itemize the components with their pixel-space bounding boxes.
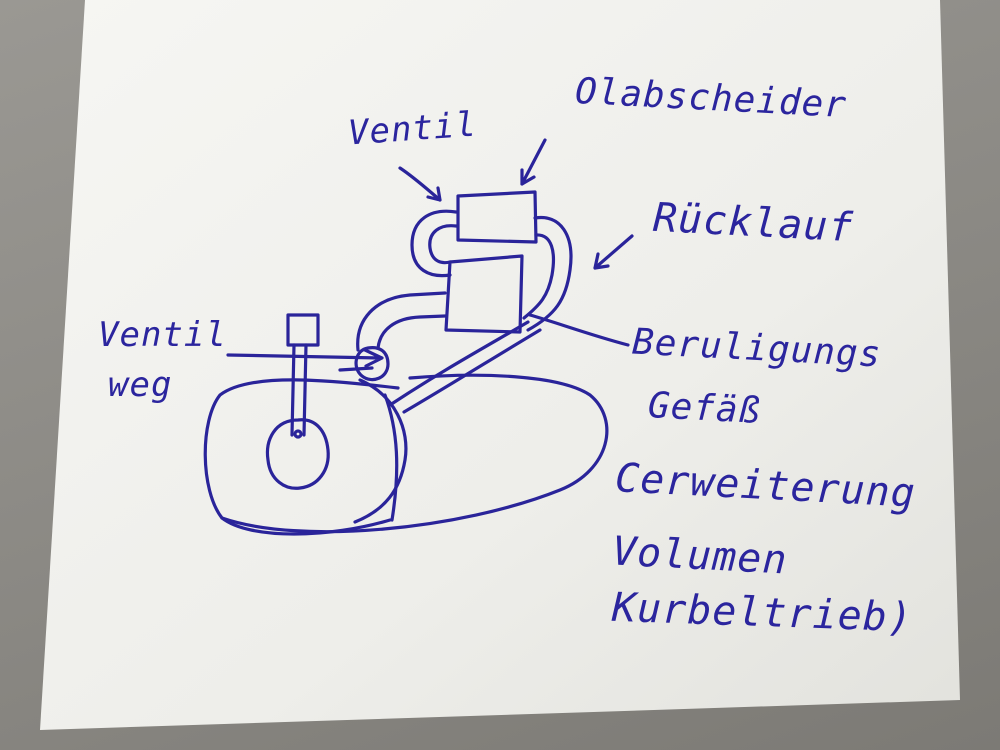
arrow-oelabscheider xyxy=(520,138,547,186)
crank-wheel xyxy=(265,418,330,490)
oil-separator xyxy=(456,190,538,244)
valve-loop-inner xyxy=(428,224,458,265)
arrow-ventil-left-2 xyxy=(338,366,374,372)
label-beruhigung-2: Gefäß xyxy=(647,385,763,432)
crankcase-outline xyxy=(203,378,400,536)
valve-loop-outer xyxy=(410,209,458,278)
return-line-inner xyxy=(522,233,556,320)
crankcase-inner-right xyxy=(383,393,399,522)
label-ruecklauf: Rücklauf xyxy=(651,194,855,252)
pipe-inner xyxy=(376,314,447,350)
arrow-ruecklauf xyxy=(593,234,634,270)
return-line-outer xyxy=(526,215,573,332)
connecting-rod xyxy=(290,343,308,437)
label-ventil-left-1: Ventil xyxy=(98,315,227,355)
crank-pin xyxy=(293,429,303,439)
label-erweiterung-2: Volumen xyxy=(610,528,789,584)
label-ventil-left-2: weg xyxy=(108,365,173,405)
pointer-beruhigung xyxy=(528,313,630,347)
valve-circle xyxy=(354,346,390,382)
piston xyxy=(286,313,320,347)
pipe-outer xyxy=(356,291,447,352)
arrow-ventil-top xyxy=(398,166,442,202)
return-line-down xyxy=(388,320,530,407)
crankcase-lower-edge xyxy=(220,373,609,534)
label-erweiterung-3: Kurbeltrieb) xyxy=(611,584,914,642)
arrow-ventil-left xyxy=(226,348,384,368)
settling-vessel xyxy=(444,254,524,334)
label-ventil-top: Ventil xyxy=(346,104,479,154)
return-line-down-2 xyxy=(402,328,542,414)
